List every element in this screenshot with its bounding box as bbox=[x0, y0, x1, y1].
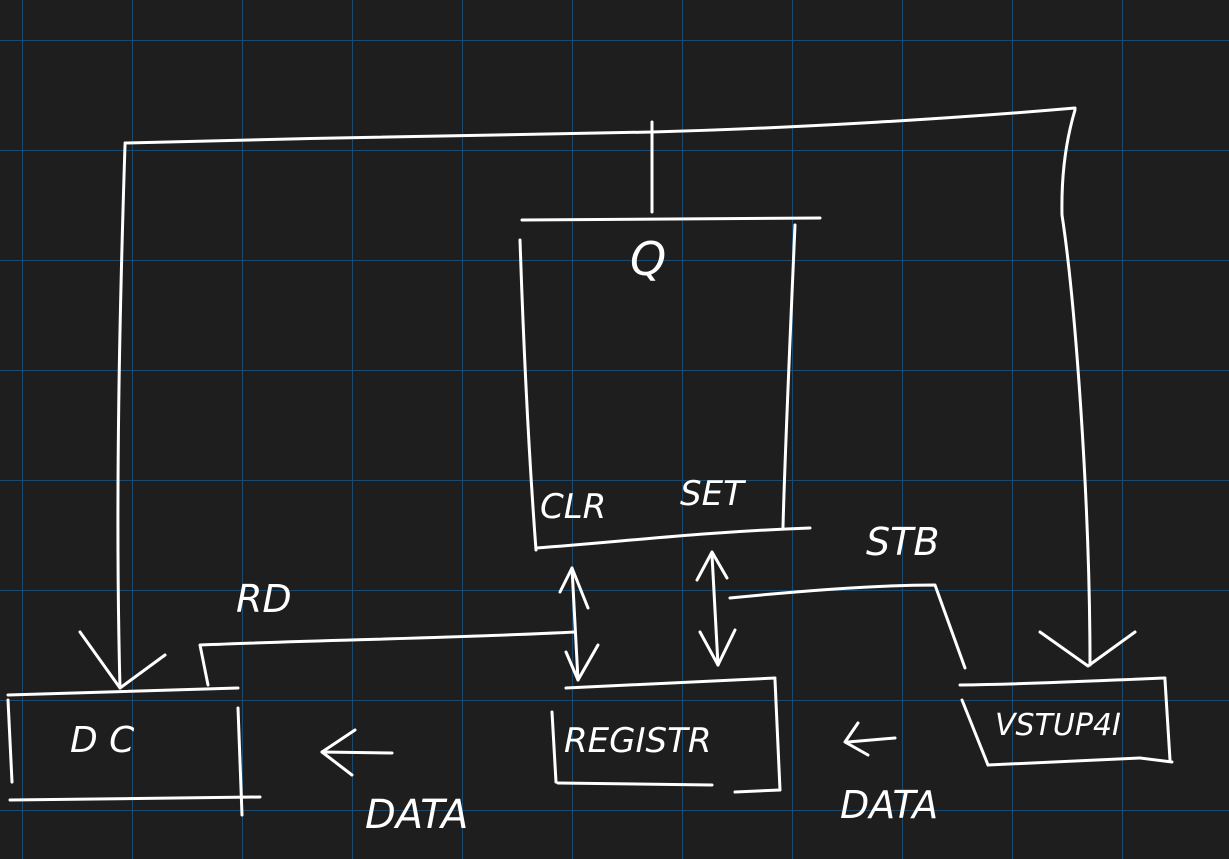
flipflop-set-label: SET bbox=[680, 474, 746, 514]
dc-box bbox=[6, 686, 262, 817]
rd-label: RD bbox=[236, 577, 292, 621]
stb-wire bbox=[728, 583, 967, 670]
data-label-right: DATA bbox=[840, 783, 938, 827]
register-label: REGISTR bbox=[564, 721, 711, 761]
flipflop-clear-label: CLR bbox=[540, 487, 606, 527]
clr-register-arrow bbox=[558, 566, 600, 682]
data-arrow-left bbox=[320, 728, 394, 777]
stb-label: STB bbox=[866, 520, 939, 564]
wire-to-input bbox=[1038, 108, 1137, 668]
top-bus bbox=[123, 106, 1077, 214]
rd-wire bbox=[198, 630, 577, 687]
register-box bbox=[550, 676, 782, 794]
set-register-arrow bbox=[695, 550, 737, 667]
flipflop-output-q: Q bbox=[630, 232, 666, 286]
data-label-left: DATA bbox=[365, 792, 468, 838]
data-arrow-right bbox=[843, 721, 897, 757]
input-label: VSTUP4I bbox=[995, 708, 1121, 743]
flipflop-box bbox=[518, 216, 822, 552]
wire-to-dc bbox=[78, 143, 167, 690]
input-box bbox=[958, 676, 1174, 767]
dc-label: D C bbox=[70, 720, 135, 761]
